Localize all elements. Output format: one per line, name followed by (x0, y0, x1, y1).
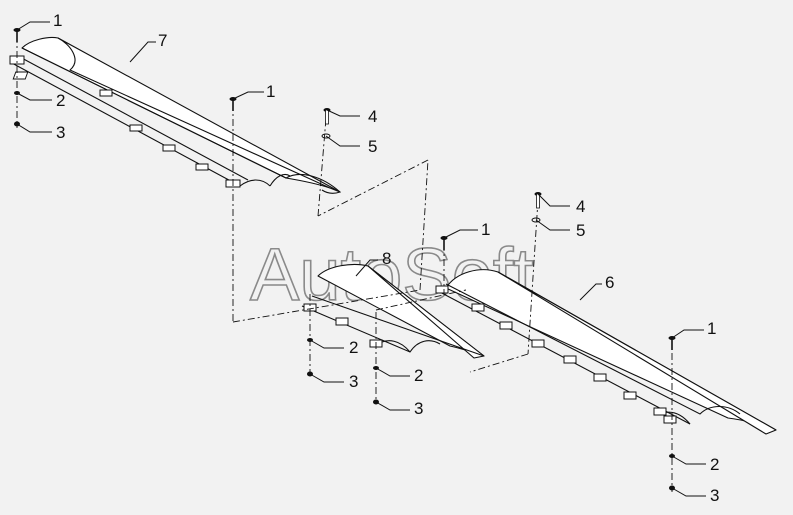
callout-1: 1 (266, 82, 275, 101)
callout-1: 1 (53, 11, 62, 30)
assembly-lines (16, 36, 673, 492)
hardware (13, 28, 676, 491)
leader-lines (16, 21, 706, 497)
callout-2: 2 (710, 455, 719, 474)
callout-2: 2 (414, 366, 423, 385)
cover-part-6 (435, 269, 777, 435)
callout-7: 7 (158, 31, 167, 50)
callout-5: 5 (368, 137, 377, 156)
callout-5: 5 (576, 221, 585, 240)
callout-labels: 1 2 3 7 1 4 5 4 5 1 8 6 1 2 3 2 3 2 3 (53, 11, 719, 505)
washer-icon (321, 133, 331, 139)
bolt-icon (229, 97, 237, 111)
callout-3: 3 (56, 123, 65, 142)
bolt-icon (13, 28, 21, 42)
callout-8: 8 (382, 249, 391, 268)
cover-part-8 (301, 263, 485, 359)
callout-4: 4 (576, 197, 585, 216)
callout-1: 1 (481, 220, 490, 239)
callout-1: 1 (707, 319, 716, 338)
callout-2: 2 (56, 91, 65, 110)
callout-3: 3 (414, 399, 423, 418)
callout-3: 3 (349, 372, 358, 391)
bolt-icon (668, 336, 676, 350)
callout-2: 2 (349, 338, 358, 357)
washer-icon (531, 217, 541, 223)
cover-part-7 (9, 36, 342, 194)
callout-6: 6 (605, 273, 614, 292)
callout-4: 4 (368, 107, 377, 126)
callout-3: 3 (710, 486, 719, 505)
